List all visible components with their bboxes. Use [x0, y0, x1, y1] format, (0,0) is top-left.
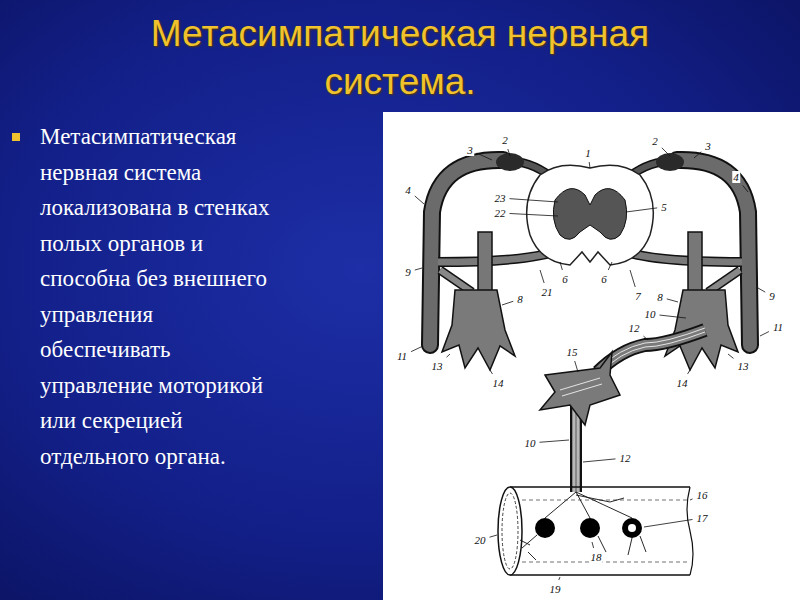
leader-line: [447, 354, 451, 357]
callout-number: 20: [474, 534, 487, 546]
callout-number: 13: [737, 360, 750, 372]
callout-number: 3: [704, 140, 712, 152]
callout-number: 4: [732, 171, 740, 183]
fiber-lines: [597, 328, 705, 374]
leader-line: [758, 288, 765, 292]
ramus-fill: [440, 270, 472, 292]
leader-line: [490, 535, 498, 537]
nerve-fibers: [598, 330, 705, 372]
neuron-core: [628, 524, 636, 532]
leader-line: [490, 370, 492, 374]
slide-title: Метасимпатическая нервная система.: [80, 10, 720, 106]
leader-line: [644, 336, 649, 340]
gut-wall: [510, 487, 690, 575]
leader-line: [690, 499, 693, 500]
callout-number: 15: [566, 346, 579, 358]
callout-number: 8: [516, 293, 524, 305]
leader-line: [626, 208, 657, 212]
callout-number: 21: [541, 286, 554, 298]
leader-line: [508, 149, 510, 156]
callout-number: 1: [584, 147, 592, 159]
callout-number: 18: [590, 551, 603, 563]
gut-opening-inner: [502, 493, 518, 569]
leader-line: [630, 270, 635, 287]
leader-line: [415, 196, 424, 204]
leader-line: [608, 262, 612, 270]
leader-line: [575, 361, 578, 372]
callout-number: 2: [651, 135, 659, 147]
callout-number: 5: [660, 201, 668, 213]
ramus: [440, 270, 472, 292]
leader-line: [583, 459, 616, 462]
gut-layer: [522, 500, 688, 562]
gut-cut: [687, 487, 693, 575]
leader-line: [477, 153, 492, 160]
callout-number: 12: [619, 452, 632, 464]
prevertebral-ganglion: [540, 352, 620, 425]
leader-line: [411, 346, 423, 352]
callout-number: 8: [656, 291, 664, 303]
leader-line: [728, 354, 734, 358]
callout-number: 11: [772, 321, 784, 333]
neuron: [622, 518, 642, 538]
callout-number: 10: [644, 308, 657, 320]
callout-number: 19: [549, 583, 562, 595]
leader-line: [660, 315, 687, 318]
callout-number: 6: [561, 273, 569, 285]
callout-number: 11: [396, 350, 408, 362]
leader-line: [560, 262, 562, 270]
callout-number: 17: [696, 512, 709, 524]
gray-matter: [553, 189, 626, 240]
leader-line: [510, 213, 559, 216]
callout-number: 12: [628, 322, 641, 334]
sympathetic-trunk: [478, 232, 492, 292]
leader-line: [415, 268, 422, 270]
trunk-ganglion: [442, 290, 515, 370]
gut-opening: [498, 487, 522, 575]
leader-line: [667, 299, 678, 302]
leader-line: [502, 301, 513, 305]
callout-number: 10: [524, 437, 537, 449]
callout-number: 9: [768, 290, 776, 302]
figure-panel: [383, 112, 800, 600]
leader-line: [540, 440, 570, 442]
callout-number: 4: [404, 184, 412, 196]
leader-line: [540, 270, 544, 283]
leader-line: [589, 162, 591, 168]
neuron: [580, 518, 600, 538]
callout-number: 22: [494, 207, 507, 219]
callout-number: 7: [634, 290, 642, 302]
leader-line: [644, 519, 693, 527]
callout-number: 2: [501, 134, 509, 146]
leader-line: [694, 152, 701, 158]
nerve-fibers-fill: [598, 330, 705, 372]
callout-number: 13: [431, 360, 444, 372]
leader-line: [559, 577, 560, 580]
fiber-lines: [560, 378, 602, 396]
bullet-text: Метасимпатическая нервная система локали…: [40, 119, 272, 474]
leader-line: [688, 370, 690, 374]
bullet-mark: [12, 133, 20, 141]
leader-line: [510, 199, 559, 202]
callout-number: 14: [492, 377, 505, 389]
leader-line: [743, 185, 748, 192]
neuron: [535, 518, 555, 538]
callout-number: 6: [600, 273, 608, 285]
leader-line: [662, 148, 670, 156]
callout-number: 14: [676, 377, 689, 389]
callout-number: 16: [696, 489, 709, 501]
callout-number: 3: [466, 144, 474, 156]
callout-number: 9: [404, 266, 412, 278]
nerve-endings: [545, 492, 632, 518]
dendrites: [520, 535, 646, 560]
leader-line: [592, 542, 594, 548]
callout-number: 23: [494, 192, 507, 204]
leader-line: [760, 332, 769, 336]
